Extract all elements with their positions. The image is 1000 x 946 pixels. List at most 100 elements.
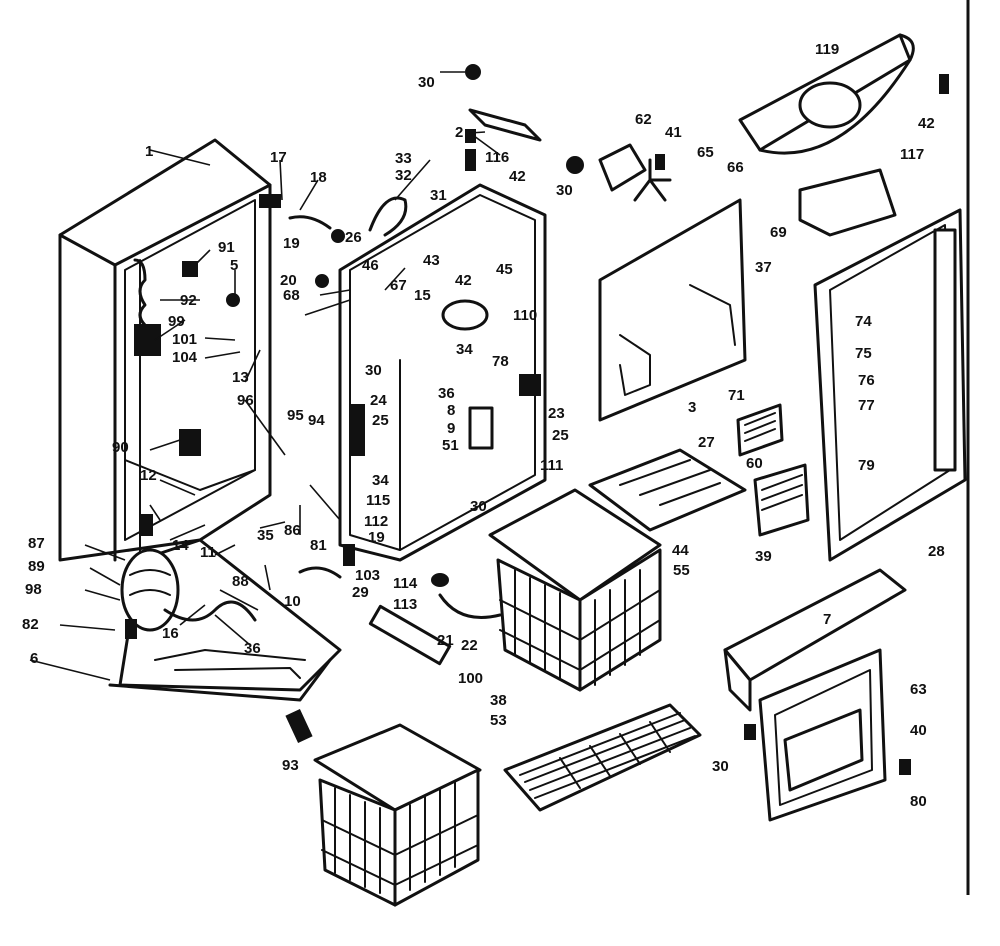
callout-label: 87	[28, 535, 45, 552]
callout-label: 103	[355, 567, 380, 584]
inner-liner	[338, 183, 547, 562]
callout-label: 8	[447, 402, 455, 419]
callout-label: 71	[728, 387, 745, 404]
shelf-62	[588, 448, 747, 532]
callout-label: 114	[393, 575, 418, 592]
callout-label: 2	[455, 124, 463, 141]
fan-motor	[566, 143, 672, 202]
callout-label: 30	[712, 758, 729, 775]
air-duct	[738, 33, 915, 155]
callout-label: 5	[230, 257, 238, 274]
callout-label: 23	[548, 405, 565, 422]
callout-label: 14	[172, 537, 189, 554]
callout-label: 82	[22, 616, 39, 633]
callout-label: 9	[447, 420, 455, 437]
callout-label: 111	[540, 457, 563, 474]
callout-label: 100	[458, 670, 483, 687]
callout-label: 79	[858, 457, 875, 474]
callout-label: 39	[755, 548, 772, 565]
callout-label: 104	[172, 349, 198, 366]
callout-label: 69	[770, 224, 787, 241]
callout-label: 46	[362, 257, 379, 274]
callout-label: 10	[284, 593, 301, 610]
callout-label: 22	[461, 637, 478, 654]
callout-label: 28	[928, 543, 945, 560]
callout-label: 31	[430, 187, 447, 204]
callout-label: 119	[815, 41, 839, 58]
drawer-28	[723, 568, 907, 822]
callout-label: 19	[368, 529, 385, 546]
wire-shelf-39	[503, 703, 702, 812]
callout-label: 75	[855, 345, 872, 362]
callout-label: 25	[372, 412, 389, 429]
callout-label: 90	[112, 439, 129, 456]
callout-label: 55	[673, 562, 690, 579]
callout-label: 19	[283, 235, 300, 252]
callout-label: 113	[393, 596, 417, 613]
callout-label: 89	[28, 558, 45, 575]
callout-label: 35	[257, 527, 274, 544]
callout-label: 74	[855, 313, 872, 330]
callout-label: 26	[345, 229, 362, 246]
compressor-assembly	[120, 514, 257, 632]
callout-label: 95	[287, 407, 304, 424]
callout-label: 6	[30, 650, 38, 667]
callout-label: 86	[284, 522, 301, 539]
callout-label: 34	[456, 341, 473, 358]
callout-label: 68	[283, 287, 300, 304]
callout-label: 30	[556, 182, 573, 199]
callout-label: 40	[910, 722, 927, 739]
callout-label: 67	[390, 277, 407, 294]
callout-label: 65	[697, 144, 714, 161]
damper-housing	[798, 168, 897, 237]
basket-60	[488, 488, 662, 692]
callout-label: 3	[688, 399, 696, 416]
callout-label: 16	[162, 625, 179, 642]
callout-label: 93	[282, 757, 299, 774]
callout-label: 42	[509, 168, 526, 185]
callout-label: 88	[232, 573, 249, 590]
callout-label: 117	[900, 146, 924, 163]
base-pan	[108, 658, 332, 702]
callout-label: 29	[352, 584, 369, 601]
callout-label: 17	[270, 149, 287, 166]
callout-label: 21	[437, 632, 454, 649]
basket-55	[313, 723, 482, 907]
callout-label: 51	[442, 437, 459, 454]
callout-label: 81	[310, 537, 327, 554]
callout-label: 63	[910, 681, 927, 698]
callout-label: 112	[364, 513, 388, 530]
callout-label: 15	[414, 287, 431, 304]
callout-label: 25	[552, 427, 569, 444]
callout-label: 33	[395, 150, 412, 167]
callout-label: 20	[280, 272, 297, 289]
callout-label: 38	[490, 692, 507, 709]
callout-label: 44	[672, 542, 689, 559]
callout-label: 13	[232, 369, 249, 386]
callout-label: 80	[910, 793, 927, 810]
callout-label: 36	[244, 640, 261, 657]
callout-label: 11	[200, 544, 216, 561]
callout-label: 99	[168, 313, 185, 330]
callout-label: 45	[496, 261, 513, 278]
top-brackets	[368, 64, 542, 237]
callout-label: 7	[823, 611, 831, 628]
callout-label: 32	[395, 167, 412, 184]
callout-label: 30	[470, 498, 487, 515]
callout-label: 1	[145, 143, 153, 160]
small-parts	[125, 74, 949, 775]
callout-label: 77	[858, 397, 875, 414]
callout-label: 116	[485, 149, 509, 166]
callout-label: 18	[310, 169, 327, 186]
grilles	[736, 403, 810, 537]
rear-panel	[598, 198, 747, 422]
callout-label: 27	[698, 434, 715, 451]
callout-label: 98	[25, 581, 42, 598]
callout-label: 94	[308, 412, 325, 429]
callout-label: 53	[490, 712, 507, 729]
callout-label: 30	[365, 362, 382, 379]
callout-label: 110	[513, 307, 537, 324]
leader-lines	[29, 71, 501, 681]
callout-label: 62	[635, 111, 652, 128]
